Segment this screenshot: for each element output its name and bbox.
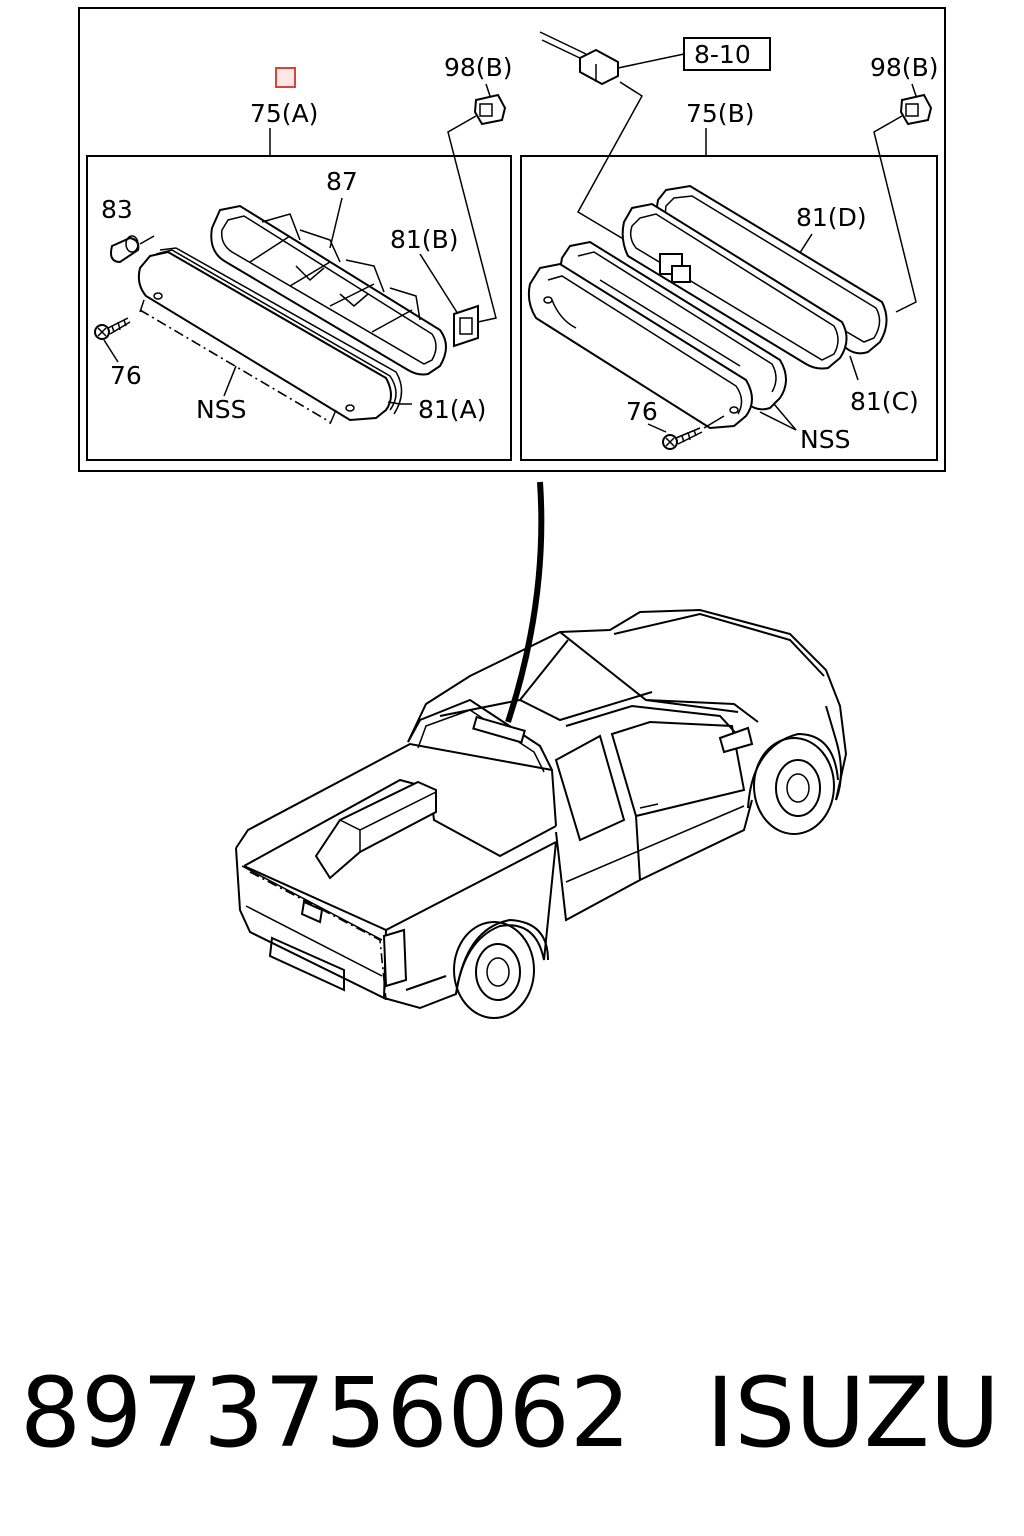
brand-name: ISUZU	[706, 1357, 1000, 1469]
part-number: 8973756062	[20, 1357, 631, 1469]
label-83: 83	[101, 195, 133, 224]
panel-right	[520, 155, 938, 461]
bulb-83	[110, 235, 140, 264]
pointer-leader	[505, 481, 545, 723]
lens-81a	[137, 247, 403, 422]
label-98b-left: 98(B)	[444, 53, 512, 82]
label-81a: 81(A)	[418, 395, 486, 424]
screw-76-left	[94, 317, 131, 340]
ref-box[interactable]	[683, 37, 771, 71]
clip-left	[473, 83, 507, 126]
pickup-truck-illustration	[235, 608, 848, 1019]
label-76-left: 76	[110, 361, 142, 390]
label-81c: 81(C)	[850, 387, 919, 416]
label-nss-left: NSS	[196, 395, 246, 424]
label-nss-right: NSS	[800, 425, 850, 454]
panel-left	[86, 155, 512, 461]
clip-right	[899, 83, 933, 126]
label-87: 87	[326, 167, 358, 196]
label-75a: 75(A)	[250, 99, 318, 128]
reflector-87	[210, 204, 447, 376]
wiring-harness	[539, 31, 685, 86]
diagram-frame	[78, 7, 946, 472]
screw-76-right	[662, 427, 703, 450]
label-ref-8-10[interactable]: 8-10	[694, 40, 751, 69]
label-81d: 81(D)	[796, 203, 867, 232]
label-76-right: 76	[626, 397, 658, 426]
housing-75b	[559, 240, 787, 411]
gasket-81c-back	[621, 202, 848, 370]
lens-81c	[527, 262, 753, 430]
gasket-81b	[453, 304, 479, 348]
label-75b: 75(B)	[686, 99, 754, 128]
label-98b-right: 98(B)	[870, 53, 938, 82]
label-81b: 81(B)	[390, 225, 458, 254]
selection-marker[interactable]	[275, 67, 296, 88]
